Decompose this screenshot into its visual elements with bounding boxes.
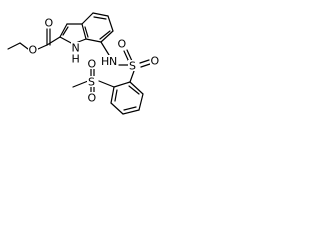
bond (59, 36, 74, 45)
bond (123, 106, 137, 111)
bond-lines (7, 12, 151, 115)
atom-labels: O O N H H N S O O S O O (28, 17, 160, 105)
bond (107, 15, 114, 32)
carbonyl-oxygen-label: O (45, 17, 54, 30)
bond (99, 30, 111, 40)
bond (93, 16, 107, 20)
bond (98, 80, 115, 88)
ester-oxygen-label: O (29, 44, 38, 57)
bond (138, 93, 144, 111)
bond (72, 80, 89, 88)
bond (113, 81, 131, 88)
bond (62, 26, 69, 36)
bond (100, 30, 114, 43)
bond (100, 41, 110, 56)
bond (129, 70, 135, 83)
bond (110, 86, 115, 104)
bond (110, 102, 124, 115)
bond (81, 12, 94, 25)
bond (85, 38, 102, 43)
sulfone-oxygen-top-label: O (88, 58, 97, 71)
bond (139, 59, 150, 64)
sulfone-oxygen-bottom-label: O (88, 92, 97, 105)
bond (84, 26, 89, 38)
sulfone-sulfur-label: S (88, 76, 95, 89)
sulfonyl-oxygen-right-label: O (151, 55, 160, 68)
bond (46, 36, 61, 46)
amide-nitrogen-label: N (109, 55, 117, 68)
indole-nitrogen-label: N (72, 42, 80, 55)
sulfonyl-oxygen-left-label: O (118, 38, 127, 51)
bond (37, 44, 48, 50)
bond (126, 49, 133, 62)
chemical-structure-diagram: O O N H H N S O O S O O (7, 12, 160, 115)
amide-hydrogen-label: H (101, 55, 109, 68)
sulfonyl-sulfur-label: S (129, 60, 136, 73)
bond (129, 81, 144, 95)
bond (140, 63, 151, 68)
bond (7, 42, 21, 50)
indole-hydrogen-label: H (72, 53, 80, 66)
bond (59, 23, 68, 38)
bond (92, 12, 109, 17)
bond (122, 109, 140, 115)
bond (19, 42, 29, 50)
bond (128, 85, 140, 95)
bond (81, 23, 87, 40)
bond (114, 89, 118, 102)
